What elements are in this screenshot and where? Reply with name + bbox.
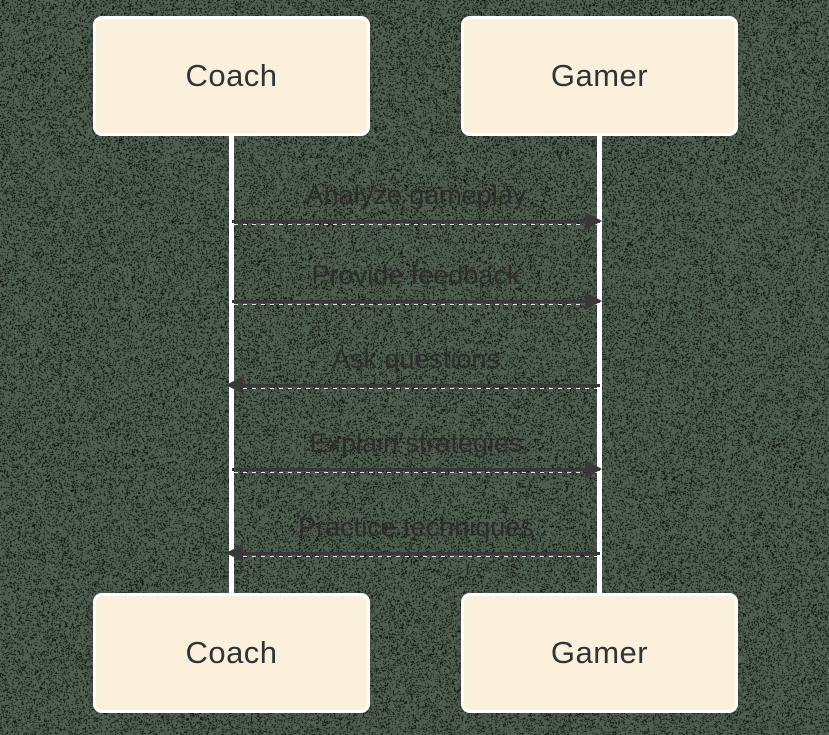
actor-label-gamer: Gamer <box>551 635 648 671</box>
message-practice-techniques: Practice techniques <box>232 497 600 561</box>
arrowhead-icon <box>585 460 602 478</box>
message-label: Ask questions <box>192 346 640 373</box>
message-line <box>232 220 600 223</box>
message-dash-highlight <box>234 224 598 225</box>
actor-label-coach: Coach <box>185 635 277 671</box>
message-line <box>232 300 600 303</box>
message-explain-strategies: Explain strategies <box>232 413 600 477</box>
actor-box-coach-bottom: Coach <box>93 593 370 713</box>
message-label: Analyze gameplay <box>192 182 640 209</box>
actor-box-coach-top: Coach <box>93 16 370 136</box>
arrowhead-icon <box>226 376 243 394</box>
message-label: Practice techniques <box>192 514 640 541</box>
actor-box-gamer-bottom: Gamer <box>461 593 738 713</box>
actor-label-coach: Coach <box>185 58 277 94</box>
message-ask-questions: Ask questions <box>232 329 600 393</box>
message-dash-highlight <box>234 388 598 389</box>
arrowhead-icon <box>226 544 243 562</box>
message-line <box>232 384 600 387</box>
message-provide-feedback: Provide feedback <box>232 245 600 309</box>
arrowhead-icon <box>585 292 602 310</box>
message-dash-highlight <box>234 472 598 473</box>
message-dash-highlight <box>234 304 598 305</box>
message-label: Explain strategies <box>192 430 640 457</box>
message-label: Provide feedback <box>192 262 640 289</box>
actor-label-gamer: Gamer <box>551 58 648 94</box>
message-dash-highlight <box>234 556 598 557</box>
message-line <box>232 552 600 555</box>
actor-box-gamer-top: Gamer <box>461 16 738 136</box>
message-line <box>232 468 600 471</box>
arrowhead-icon <box>585 212 602 230</box>
message-analyze-gameplay: Analyze gameplay <box>232 165 600 229</box>
